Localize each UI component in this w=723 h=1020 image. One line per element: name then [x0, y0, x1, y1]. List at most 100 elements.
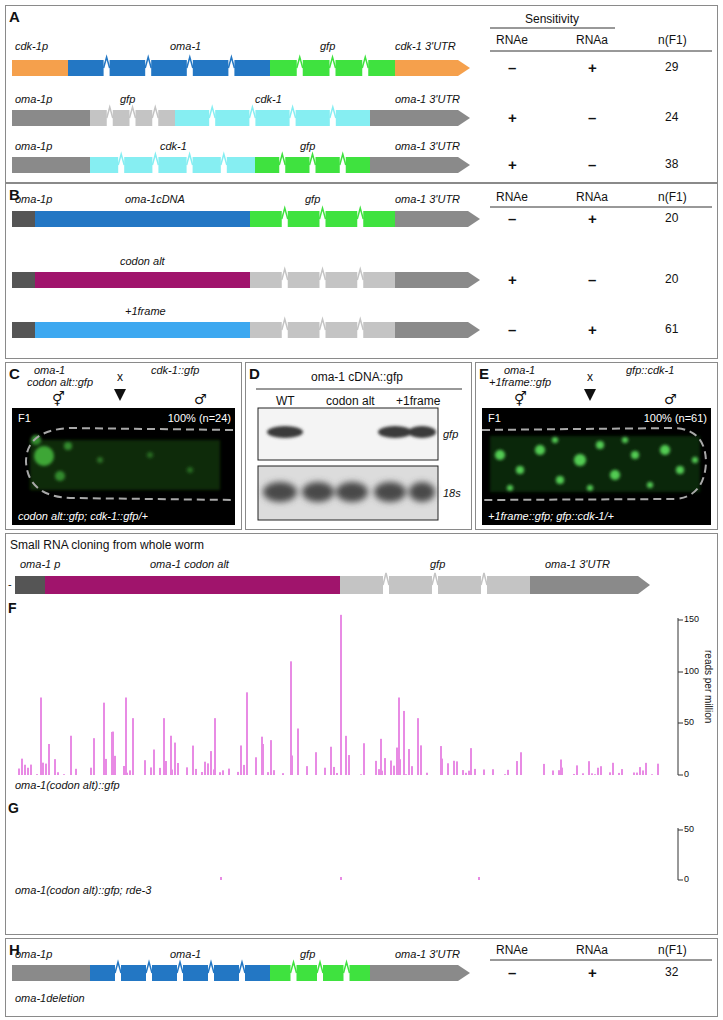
- exon-block: [250, 322, 282, 338]
- blot-band: [302, 482, 334, 502]
- table-rule: [490, 28, 615, 29]
- intron-caret: [357, 208, 363, 219]
- exon-block: [326, 272, 358, 288]
- read-bar: [345, 736, 347, 775]
- intron-caret: [320, 208, 326, 219]
- gene-label: oma-1 3'UTR: [395, 140, 460, 153]
- axis-tick-label: 0: [684, 769, 689, 780]
- panel-letter: A: [9, 8, 20, 25]
- read-bar: [165, 761, 167, 775]
- intron-caret: [320, 269, 326, 280]
- exon-block: [12, 322, 35, 338]
- read-bar: [621, 769, 623, 775]
- exon-block: [136, 110, 153, 126]
- exon-block: [326, 211, 358, 227]
- gene-label: gfp: [120, 93, 135, 106]
- gene-label: oma-1p: [15, 193, 52, 206]
- exon-block: [368, 60, 395, 76]
- read-bar: [214, 718, 216, 775]
- read-bar: [123, 766, 125, 775]
- micrograph-label: 100% (n=61): [644, 412, 707, 425]
- tick: [678, 830, 683, 831]
- gene-label: gfp: [443, 428, 458, 441]
- read-bar: [240, 745, 242, 775]
- column-label: oma-1 cDNA::gfp: [311, 370, 403, 384]
- read-bar: [237, 772, 239, 775]
- gene-label: oma-1(codon alt)::gfp: [15, 779, 120, 792]
- intron-caret: [239, 962, 245, 973]
- gfp-haze: [30, 440, 220, 490]
- panel-box: A: [5, 5, 718, 183]
- sensitivity-sign: –: [508, 211, 516, 226]
- read-bar: [90, 768, 92, 775]
- intron-caret: [221, 154, 227, 165]
- exon-block: [45, 576, 340, 594]
- axis-tick-label: 50: [684, 717, 694, 728]
- panel-title: Small RNA cloning from whole worm: [10, 538, 204, 552]
- read-bar: [516, 761, 518, 775]
- exon-block: [158, 110, 175, 126]
- exon-block: [193, 157, 221, 173]
- read-bar: [228, 769, 230, 775]
- progeny-count: 32: [665, 965, 678, 979]
- exon-block: [270, 965, 291, 981]
- intron-caret: [317, 962, 323, 973]
- exon-block: [90, 110, 107, 126]
- tick: [678, 880, 683, 881]
- blot-band: [267, 426, 303, 438]
- intron-caret: [187, 154, 193, 165]
- exon-block: [124, 157, 152, 173]
- gene-label: +1frame: [125, 305, 166, 318]
- northern-blot: [258, 408, 438, 460]
- exon-block: [296, 110, 330, 126]
- read-bar: [636, 773, 638, 775]
- tick: [678, 620, 683, 621]
- cross-arrowhead: [114, 389, 126, 401]
- read-bar: [573, 774, 575, 775]
- micrograph-label: 100% (n=24): [168, 412, 231, 425]
- progeny-count: 20: [665, 272, 678, 286]
- exon-block: [316, 157, 340, 173]
- column-label: n(F1): [658, 943, 687, 957]
- sensitivity-sign: –: [508, 60, 516, 75]
- read-bar: [504, 774, 506, 776]
- read-bar: [18, 769, 20, 775]
- exon-block: [12, 60, 68, 76]
- exon-block: [90, 157, 118, 173]
- read-bar: [468, 771, 470, 775]
- read-bar: [170, 736, 172, 775]
- genotype-label: +1frame::gfp: [489, 376, 551, 389]
- utr-arrow: [530, 576, 650, 594]
- tick: [678, 775, 683, 776]
- exon-block: [12, 211, 35, 227]
- read-bar: [639, 767, 641, 775]
- read-bar: [478, 877, 480, 880]
- read-bar: [375, 761, 377, 775]
- exon-block: [255, 110, 289, 126]
- utr-arrow: [370, 110, 470, 126]
- read-bar: [222, 770, 224, 775]
- read-bar: [54, 759, 56, 775]
- read-bar: [645, 763, 647, 775]
- read-bar: [150, 767, 152, 775]
- read-bar: [470, 748, 472, 775]
- read-bar: [174, 743, 176, 775]
- intron-caret: [330, 107, 336, 118]
- panel-box: D: [245, 362, 472, 530]
- read-bar: [642, 770, 644, 775]
- exon-block: [113, 110, 130, 126]
- exon-block: [227, 157, 255, 173]
- exon-block: [214, 965, 239, 981]
- column-label: RNAe: [496, 943, 528, 957]
- read-bar: [273, 770, 275, 775]
- read-bar: [594, 774, 596, 776]
- panel-box: B: [5, 183, 718, 359]
- utr-arrow: [395, 211, 480, 227]
- intron-caret: [249, 107, 255, 118]
- read-bar: [21, 759, 23, 775]
- header-rule: [256, 389, 462, 390]
- label: -: [8, 578, 12, 591]
- exon-block: [68, 60, 104, 76]
- tick: [678, 723, 683, 724]
- intron-caret: [282, 208, 288, 219]
